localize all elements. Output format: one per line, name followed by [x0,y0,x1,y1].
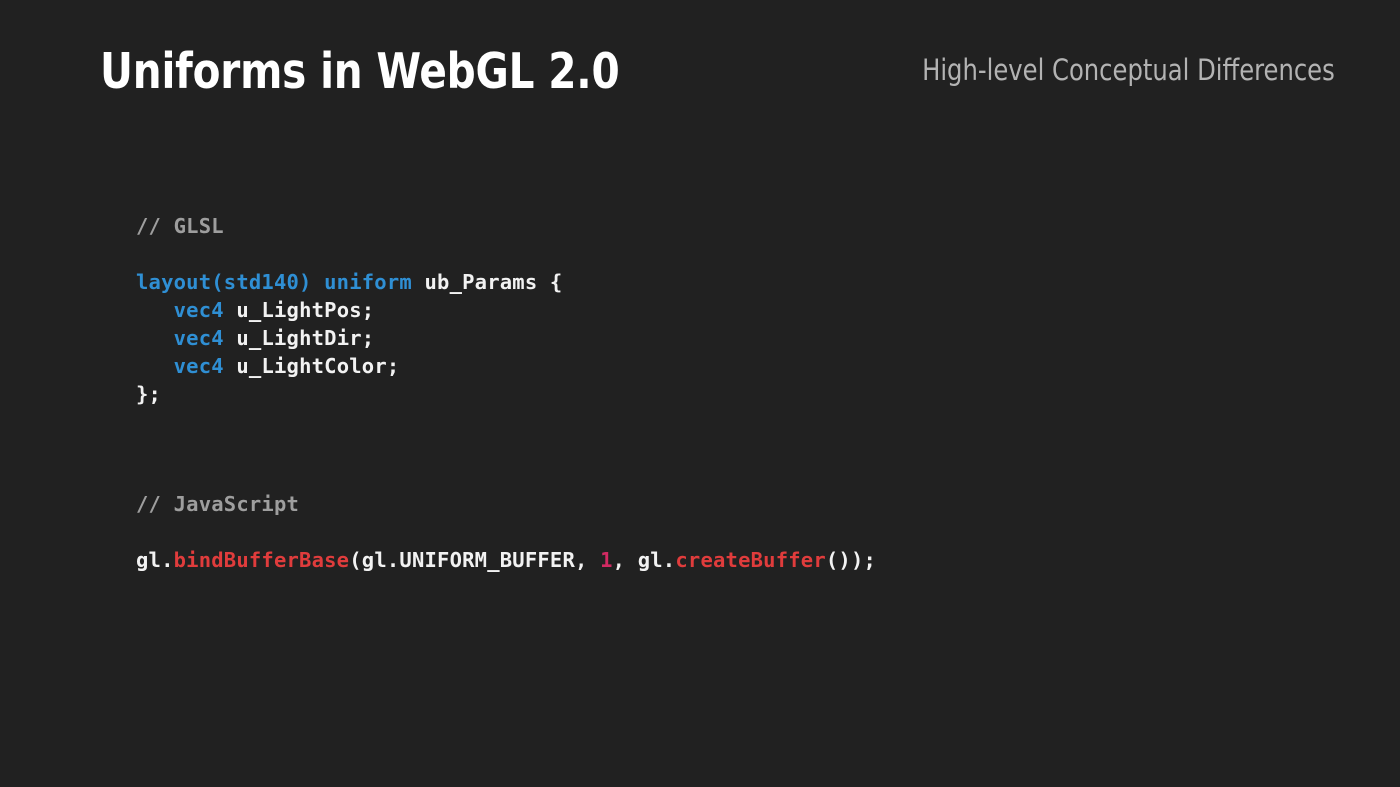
glsl-indent-2 [136,326,174,350]
glsl-member-lightpos: u_LightPos; [223,298,375,322]
js-line-bindbufferbase: gl.bindBufferBase(gl.UNIFORM_BUFFER, 1, … [136,548,876,572]
page-title: Uniforms in WebGL 2.0 [100,43,620,101]
glsl-member-lightdir: u_LightDir; [223,326,375,350]
glsl-type-vec4-2: vec4 [173,326,224,350]
glsl-line-uniform-block-open: layout(std140) uniform ub_Params { [136,270,562,294]
js-args-open: (gl.UNIFORM_BUFFER, [349,548,601,572]
glsl-line-lightcolor: vec4 u_LightColor; [136,354,400,378]
glsl-comment-text: // GLSL [136,214,224,238]
js-function-bindbufferbase: bindBufferBase [173,548,350,572]
glsl-code-block: // GLSL layout(std140) uniform ub_Params… [136,212,1316,408]
glsl-comment-line: // GLSL [136,214,224,238]
glsl-line-lightpos: vec4 u_LightPos; [136,298,374,322]
js-object-gl-1: gl. [136,548,174,572]
glsl-indent-3 [136,354,174,378]
glsl-type-vec4-3: vec4 [173,354,224,378]
js-number-binding-index: 1 [600,548,613,572]
js-comment-text: // JavaScript [136,492,300,516]
glsl-type-vec4-1: vec4 [173,298,224,322]
slide-subtitle: High-level Conceptual Differences [922,53,1335,88]
glsl-keyword-layout: layout(std140) uniform [136,270,412,294]
js-function-createbuffer: createBuffer [675,548,826,572]
js-comment-line: // JavaScript [136,492,299,516]
code-area: // GLSL layout(std140) uniform ub_Params… [136,212,1316,574]
glsl-line-block-close: }; [136,382,161,406]
slide-header: Uniforms in WebGL 2.0 High-level Concept… [0,0,1400,130]
js-args-close: ()); [825,548,877,572]
javascript-code-block: // JavaScript gl.bindBufferBase(gl.UNIFO… [136,490,1316,574]
js-arg-separator: , [612,548,638,572]
glsl-member-lightcolor: u_LightColor; [223,354,400,378]
glsl-block-name: ub_Params { [424,270,563,294]
js-object-gl-2: gl. [637,548,676,572]
glsl-line-lightdir: vec4 u_LightDir; [136,326,374,350]
glsl-space-1 [412,270,425,294]
glsl-block-close: }; [136,382,162,406]
glsl-indent-1 [136,298,174,322]
